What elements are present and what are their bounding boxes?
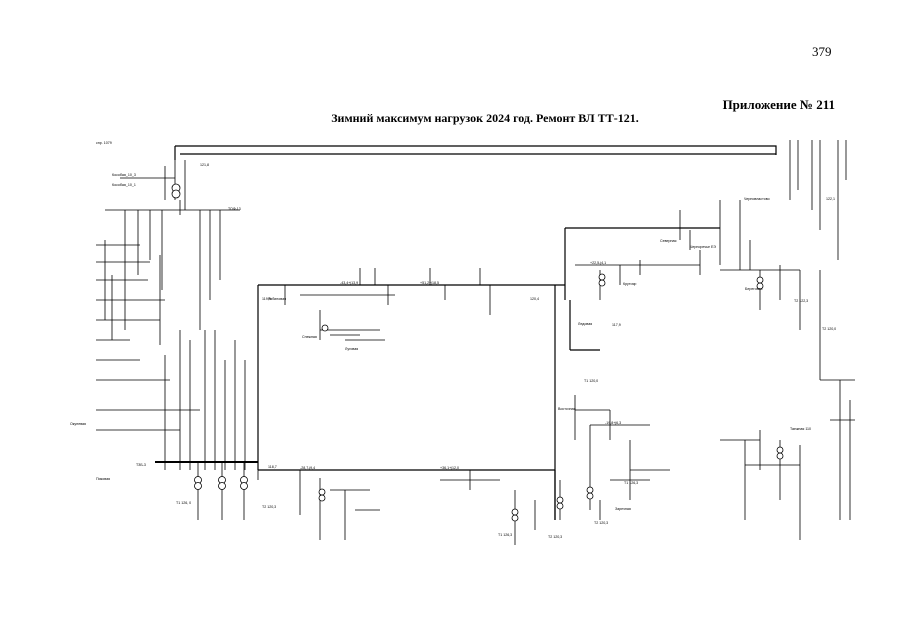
label: Снежная [302,335,317,339]
transformer-symbol [586,492,594,500]
right-area-lines [720,265,855,540]
transformer-symbol [756,276,764,284]
flow-label: -28,7-j9,4 [300,466,315,470]
lower-middle-line [258,469,556,520]
label: Т1 120,0 [584,379,598,383]
transformer-symbol [218,482,226,490]
transformer-symbol [586,486,594,494]
middle-upper-branches [284,268,491,341]
label: Черновластово [744,197,770,201]
label: Таежная 110 [790,427,811,431]
label: Береговая [745,287,762,291]
transformer-symbol [756,282,764,290]
voltage-label: 118,7 [268,465,277,469]
transformer-symbol [556,502,564,510]
label: Восточная [558,407,576,411]
flow-label: +36,1+j12,0 [440,466,459,470]
voltage-label: 119,5 [262,297,271,301]
transformer-symbol [318,494,326,502]
flow-label: +51,2+j18,5 [420,281,439,285]
diagram-title: Зимний максимум нагрузок 2024 год. Ремон… [331,111,639,125]
label: ТОФ-13 [228,207,241,211]
right-middle-lines [574,395,670,520]
left-mid-lines [96,244,200,431]
voltage-label: 117,9 [612,323,621,327]
page-number: 379 [812,44,832,59]
label: Т2 122,3 [794,299,808,303]
label: Т1 126, 0 [176,501,191,505]
label: Рябиновая [268,297,286,301]
label: Пиковая [96,477,110,481]
transformer-symbol [598,279,606,287]
label: Т1 126,3 [624,481,638,485]
transformer-symbol [318,488,326,496]
label: Т2 120,0 [822,327,836,331]
label: ТЗБ-3 [136,463,146,467]
right-top-lines [789,140,847,260]
label: Т2 120,3 [262,505,276,509]
transformer-symbol [511,514,519,522]
transformer-symbol [776,452,784,460]
transformer-symbol [598,273,606,281]
left-lower-feeders [197,462,259,520]
label: Т2 120,3 [548,535,562,539]
voltage-label: 122,1 [826,197,835,201]
flow-label: -43,4+j13,9 [340,281,358,285]
transformer-symbol [194,482,202,490]
label: Крутояр [623,282,636,286]
appendix-label: Приложение № 211 [722,97,835,112]
label: Кособая_10_1 [112,183,136,187]
label: Т1 126,3 [498,533,512,537]
central-branches [575,200,800,300]
label: Кособая_10_3 [112,173,136,177]
transformer-symbol [511,508,519,516]
label: Северная [660,239,676,243]
top-feeder-line [174,145,777,160]
label: Черноречье ЕЭ [690,245,716,249]
label: Луговая [345,347,358,351]
voltage-label: 121,8 [200,163,209,167]
transformer-symbol [776,446,784,454]
transformer-symbol [321,324,329,332]
central-vertical [554,227,720,520]
lower-middle-branches [299,470,561,545]
label: Окуневая [70,422,86,426]
label: Ледовая [578,322,592,326]
label: Заречная [615,507,631,511]
left-upper-bus [105,160,240,330]
middle-upper-line [257,284,565,470]
transformer-symbol [556,496,564,504]
left-verticals [104,240,246,470]
transformer-symbol [171,189,181,199]
flow-label: +22,5-j4,1 [590,261,606,265]
voltage-label: 120,4 [530,297,539,301]
transformer-symbol [240,482,248,490]
label: Т2 120,3 [594,521,608,525]
label: спр. 1079 [96,141,112,145]
flow-label: -19,8+j6,3 [605,421,621,425]
